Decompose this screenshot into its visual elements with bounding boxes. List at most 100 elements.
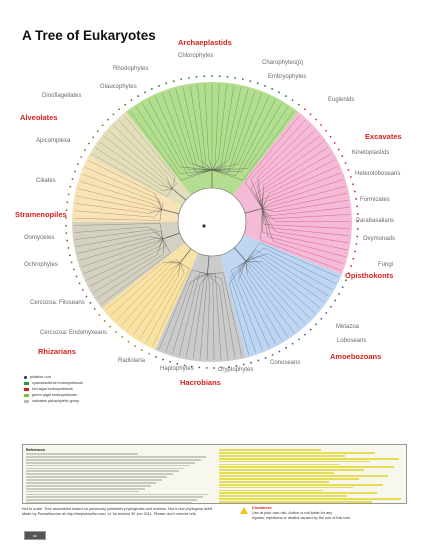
leaf-tip bbox=[183, 364, 186, 367]
leaf-tip bbox=[81, 289, 84, 291]
leaf-tip bbox=[65, 217, 67, 219]
branch-line bbox=[207, 273, 210, 286]
leaf-branch bbox=[121, 270, 171, 327]
leaf-branch bbox=[103, 135, 172, 190]
leaf-branch bbox=[105, 262, 163, 310]
branch-stem bbox=[162, 232, 180, 240]
leaf-tip bbox=[303, 108, 306, 111]
branch-line bbox=[238, 261, 247, 281]
legend-item: indicates paraphyletic group bbox=[24, 398, 83, 404]
branch-line bbox=[262, 208, 274, 242]
leaf-tip bbox=[198, 366, 201, 369]
leaf-branch bbox=[268, 193, 347, 211]
group-fungi: Fungi bbox=[378, 262, 394, 268]
supergroup-wedge-5 bbox=[72, 222, 212, 309]
leaf-branch bbox=[129, 110, 182, 181]
leaf-tip bbox=[285, 346, 288, 349]
leaf-tip bbox=[74, 170, 76, 173]
leaf-branch bbox=[260, 240, 342, 271]
group-metazoa: Metazoa bbox=[336, 324, 360, 330]
leaf-branch bbox=[259, 255, 325, 303]
leaf-branch bbox=[228, 283, 250, 356]
branch-line bbox=[158, 198, 162, 210]
cc-license-badge: cc bbox=[24, 531, 46, 540]
leaf-branch bbox=[250, 256, 316, 314]
leaf-tip bbox=[334, 299, 337, 302]
leaf-tip bbox=[124, 103, 127, 106]
leaf-tip bbox=[158, 85, 160, 87]
branch-line bbox=[190, 273, 208, 283]
leaf-branch bbox=[80, 181, 151, 204]
leaf-branch bbox=[89, 246, 167, 287]
group-embryophytes: Embryophytes bbox=[268, 74, 307, 80]
supergroup-wedge-7 bbox=[88, 111, 212, 222]
leaf-branch bbox=[145, 272, 185, 344]
branch-line bbox=[262, 208, 269, 237]
page-title: A Tree of Eukaryotes bbox=[22, 28, 156, 43]
leaf-branch bbox=[266, 172, 341, 202]
reference-line bbox=[26, 458, 201, 461]
leaf-branch bbox=[124, 115, 176, 178]
leaf-branch bbox=[206, 285, 210, 360]
supergroup-excavates: Excavates bbox=[365, 132, 402, 141]
group-euglenids: Euglenids bbox=[328, 97, 355, 103]
leaf-tip bbox=[162, 358, 164, 361]
branch-line bbox=[159, 184, 173, 189]
branch-line bbox=[176, 262, 181, 268]
leaf-branch bbox=[263, 207, 350, 217]
branch-line bbox=[211, 167, 234, 171]
leaf-tip bbox=[347, 168, 350, 171]
leaf-tip bbox=[264, 85, 266, 87]
leaf-tip bbox=[315, 323, 318, 326]
branch-line bbox=[245, 261, 248, 276]
branch-line bbox=[246, 253, 268, 262]
leaf-tip bbox=[169, 360, 171, 363]
leaf-branch bbox=[161, 93, 189, 163]
leaf-branch bbox=[179, 272, 200, 357]
leaf-tip bbox=[357, 220, 359, 223]
leaf-tip bbox=[211, 75, 213, 77]
leaf-tip bbox=[278, 91, 280, 94]
leaf-branch bbox=[247, 275, 289, 338]
group-apicomplexa: Apicomplexa bbox=[36, 138, 71, 144]
reference-line bbox=[26, 493, 209, 496]
leaf-branch bbox=[238, 273, 276, 345]
leaf-tip bbox=[66, 239, 69, 242]
leaf-tip bbox=[353, 190, 356, 193]
branch-line bbox=[162, 238, 167, 247]
leaf-branch bbox=[259, 242, 339, 278]
leaf-branch bbox=[223, 272, 243, 357]
leaf-branch bbox=[76, 231, 161, 247]
leaf-tip bbox=[141, 349, 143, 352]
group-charophytes: Charophytes(p) bbox=[262, 60, 304, 66]
leaf-tip bbox=[65, 224, 67, 227]
branch-line bbox=[195, 169, 213, 173]
branch-line bbox=[211, 160, 229, 171]
leaf-tip bbox=[65, 232, 68, 235]
putative-root-marker bbox=[202, 224, 206, 228]
reference-line bbox=[219, 480, 329, 483]
leaf-tip bbox=[148, 352, 150, 355]
branch-line bbox=[162, 238, 171, 254]
legend-item: red algal endosymbiosis bbox=[24, 386, 83, 392]
branch-line bbox=[160, 209, 162, 213]
leaf-tip bbox=[337, 148, 340, 151]
leaf-branch bbox=[99, 141, 160, 185]
group-cryptophytes: Cryptophytes bbox=[218, 367, 254, 373]
leaf-tip bbox=[291, 99, 294, 102]
leaf-branch bbox=[269, 227, 350, 236]
branch-line bbox=[211, 165, 225, 171]
leaf-tip bbox=[264, 356, 267, 359]
disclaimer-line: Use at your own risk. Author is not liab… bbox=[252, 511, 333, 515]
leaf-branch bbox=[142, 102, 180, 167]
branch-line bbox=[246, 261, 263, 263]
group-ochrophytes: Ochrophytes bbox=[24, 262, 59, 268]
legend-swatch-cyano bbox=[24, 381, 29, 385]
reference-line bbox=[219, 498, 402, 501]
reference-line bbox=[219, 466, 394, 469]
leaf-tip bbox=[92, 136, 95, 139]
branch-line bbox=[159, 238, 163, 247]
branch-line bbox=[207, 273, 220, 286]
leaf-branch bbox=[246, 268, 295, 334]
leaf-tip bbox=[190, 365, 193, 368]
